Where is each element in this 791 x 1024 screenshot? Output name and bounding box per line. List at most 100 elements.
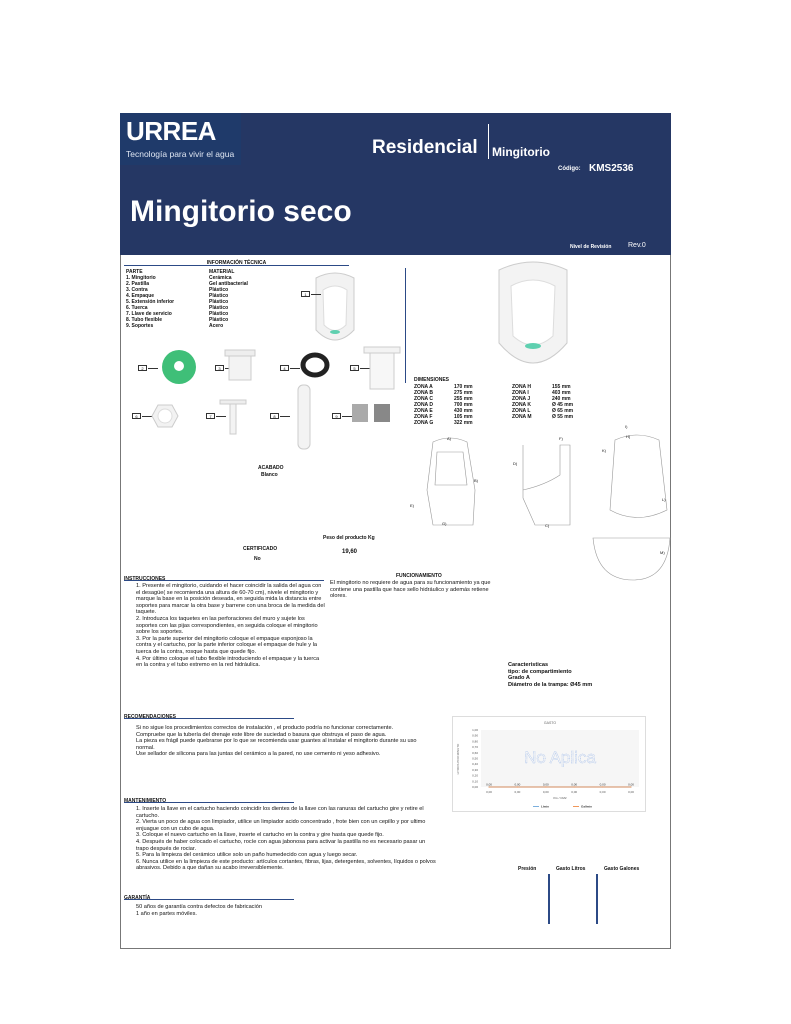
logo-word: URREA [126, 116, 216, 146]
feature-item: Grado A [508, 675, 530, 682]
recommendation-item: Compruebe que la tubería del drenaje est… [136, 731, 387, 738]
data-point [630, 786, 632, 788]
table-divider [596, 874, 598, 924]
part-number-box: 3 [215, 365, 224, 371]
zone-value: 430 mm [454, 408, 473, 414]
divider [488, 124, 489, 159]
dimension-row: ZONA C 255 mm [414, 396, 494, 402]
zone-name: ZONA I [512, 390, 529, 396]
revision-label: Nivel de Revisión [570, 244, 612, 250]
zone-value: 255 mm [454, 396, 473, 402]
warranty-title: GARANTÍA [124, 895, 151, 901]
data-point [602, 786, 604, 788]
operation-text: El mingitorio no requiere de agua para s… [330, 580, 491, 600]
code-label: Código: [558, 166, 581, 172]
zone-name: ZONA C [414, 396, 433, 402]
maintenance-list: 1. Inserte la llave en el cartucho hacie… [136, 806, 436, 872]
instruction-step: 2. Introduzca los taquetes en las perfor… [136, 615, 318, 636]
drawing-label: G) [442, 521, 447, 526]
part-material: Cerámica [209, 275, 232, 281]
y-tick-label: 0,10 [472, 779, 478, 783]
arrow-icon [216, 416, 226, 417]
part-name: 8. Tubo flexible [126, 317, 163, 323]
features-title: Caracteristicas [508, 662, 549, 668]
subcategory: Mingitorio [492, 145, 550, 159]
nut-image [151, 404, 179, 428]
dimensions-title: DIMENSIONES [414, 377, 450, 383]
zone-value: Ø 65 mm [552, 408, 574, 414]
maintenance-step: 6. Nunca utilice en la limpieza de este … [136, 858, 436, 872]
part-material: Plástico [209, 287, 229, 293]
zone-value: 155 mm [552, 384, 571, 390]
technical-drawings [426, 434, 671, 581]
part-number-box: 5 [350, 365, 359, 371]
recommendation-item: La pieza es frágil puede quebrarse por l… [136, 738, 417, 751]
y-tick-label: 0,30 [472, 768, 478, 772]
service-key-image [219, 399, 247, 435]
brackets-image [352, 404, 390, 422]
finish-value: Blanco [261, 472, 278, 478]
arrow-icon [142, 416, 152, 417]
zone-name: ZONA M [512, 414, 532, 420]
feature-item: tipo: de compartimiento [508, 668, 572, 675]
urinal-large-image [498, 261, 568, 364]
recommendations-title: RECOMENDACIONES [124, 714, 176, 720]
data-label: 0,00 [628, 783, 634, 787]
y-tick-label: 0,20 [472, 774, 478, 778]
instructions-title: INSTRUCCIONES [124, 576, 166, 582]
part-number-box: 4 [280, 365, 289, 371]
material-header: MATERIAL [209, 269, 235, 275]
zone-name: ZONA H [512, 384, 531, 390]
zone-value: 240 mm [552, 396, 571, 402]
header-liters: Gasto Litros [556, 866, 586, 872]
drawing-label: H) [626, 434, 631, 439]
part-number-box: 7 [206, 413, 215, 419]
parts-header: PARTE [126, 269, 143, 275]
recommendation-item: Si no sigue los procedimientos correctos… [136, 725, 394, 731]
arrow-icon [290, 368, 300, 369]
maintenance-title: MANTENIMIENTO [124, 798, 167, 804]
zone-name: ZONA K [512, 402, 531, 408]
x-tick-label: 0,00 [486, 790, 492, 794]
gasket-image [300, 352, 330, 378]
zone-value: 275 mm [454, 390, 473, 396]
weight-value: 19,60 [342, 549, 358, 555]
tech-info-title: INFORMACIÓN TÉCNICA [206, 260, 267, 266]
zone-value: Ø 45 mm [552, 402, 574, 408]
data-label: 0,00 [486, 783, 492, 787]
part-name: 1. Mingitorio [126, 275, 156, 281]
data-point [545, 786, 547, 788]
part-material: Plástico [209, 305, 229, 311]
finish-label: ACABADO [258, 465, 284, 471]
x-tick-label: 0,00 [514, 790, 520, 794]
y-tick-label: 0,90 [472, 734, 478, 738]
y-axis-label: LITROS POR MINUTO [456, 743, 460, 774]
zone-name: ZONA G [414, 420, 434, 426]
category: Residencial [372, 137, 478, 158]
drawing-label: K) [602, 448, 606, 453]
header-pressure: Presión [518, 866, 537, 872]
maintenance-header: MANTENIMIENTO [124, 795, 294, 804]
revision: Rev.0 [628, 242, 646, 249]
maintenance-step: 4. Después de haber colocado el cartucho… [136, 838, 426, 852]
y-tick-label: 0,70 [472, 745, 478, 749]
part-number-box: 6 [132, 413, 141, 419]
certified-value: No [254, 556, 261, 562]
weight-label: Peso del producto Kg [323, 535, 375, 541]
y-tick-label: 0,50 [472, 757, 478, 761]
part-material: Plástico [209, 317, 229, 323]
y-tick-label: 0,60 [472, 751, 478, 755]
dimension-row: ZONA H 155 mm [512, 384, 592, 390]
product-code: KMS2536 [589, 163, 634, 174]
dimension-row: ZONA K Ø 45 mm [512, 402, 592, 408]
